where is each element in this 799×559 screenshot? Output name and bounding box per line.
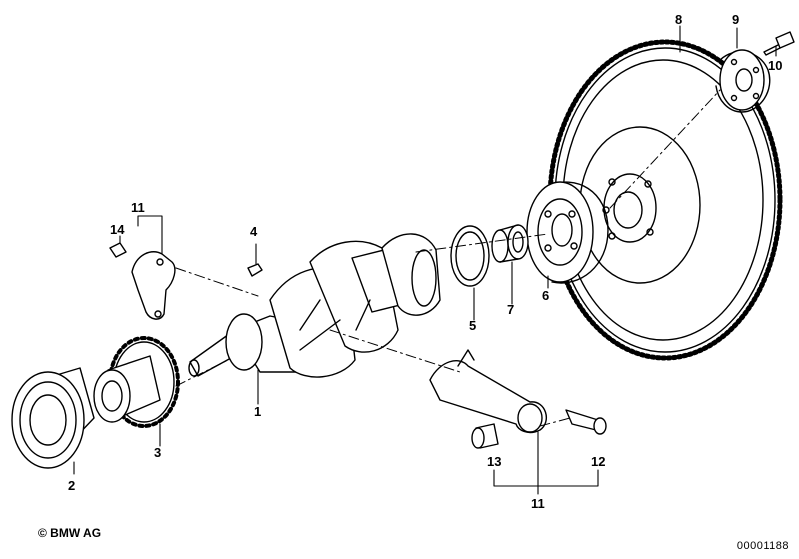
seal-ring-part-5[interactable] [450,225,490,287]
callout-1: 1 [254,404,261,419]
bearing-sleeve-part-7[interactable] [491,224,529,263]
woodruff-key-part-4[interactable] [247,263,263,277]
callout-2: 2 [68,478,75,493]
bearing-cap-part-11[interactable] [131,251,176,320]
callout-5: 5 [469,318,476,333]
callout-3: 3 [154,445,161,460]
bolt-part-10[interactable] [763,31,795,56]
dowel-sleeve-part-14[interactable] [109,242,127,258]
callout-8: 8 [675,12,682,27]
rod-bolt-part-12[interactable] [565,409,607,435]
flange-plate-part-9[interactable] [715,49,771,113]
callout-12: 12 [591,454,605,469]
callout-11-bearing-cap: 11 [131,200,145,215]
connecting-rod-part-11[interactable] [429,349,548,434]
sprocket-part-3[interactable] [93,336,180,428]
bushing-part-13[interactable] [471,423,499,449]
flywheel-part-8[interactable] [547,39,783,361]
document-number: 00001188 [736,540,789,552]
pulley-part-6[interactable] [526,181,609,284]
callout-14: 14 [110,222,125,237]
copyright-notice: © BMW AG [38,526,102,540]
callout-10: 10 [768,58,782,73]
ball-bearing-part-2[interactable] [11,367,95,469]
crankshaft-part-1[interactable] [188,233,441,378]
callout-labels: 1 2 3 4 5 6 7 8 9 10 11 11 12 13 14 [68,12,782,511]
callout-13: 13 [487,454,501,469]
callout-11-con-rod: 11 [531,496,545,511]
callout-9: 9 [732,12,739,27]
callout-4: 4 [250,224,258,239]
leader-lines [73,25,777,495]
alignment-axis-lines [175,89,721,427]
callout-6: 6 [542,288,549,303]
callout-7: 7 [507,302,514,317]
